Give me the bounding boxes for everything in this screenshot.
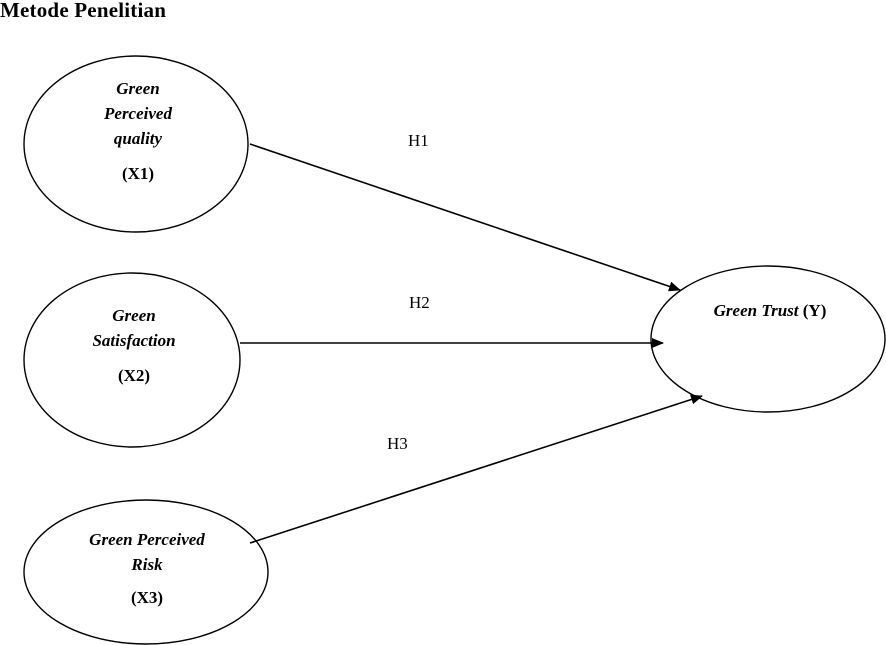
node-x3-line2: Risk bbox=[131, 555, 163, 574]
node-x3: Green Perceived Risk (X3) bbox=[62, 527, 232, 610]
edge-h1-label: H1 bbox=[408, 131, 429, 150]
node-x3-code: (X3) bbox=[130, 588, 164, 607]
node-x1: Green Perceived quality (X1) bbox=[56, 76, 220, 186]
node-x2: Green Satisfaction (X2) bbox=[50, 303, 218, 388]
node-y-shape bbox=[650, 265, 886, 413]
node-x1-line2: Perceived bbox=[104, 104, 172, 123]
node-x2-line2: Satisfaction bbox=[92, 331, 176, 350]
node-y: Green Trust (Y) bbox=[670, 298, 870, 323]
node-y-name: Green Trust bbox=[713, 301, 799, 320]
node-x3-shape bbox=[23, 499, 269, 645]
edge-h3-label: H3 bbox=[387, 434, 408, 453]
edge-h1-arrow bbox=[249, 143, 681, 292]
edge-h2-label: H2 bbox=[409, 293, 430, 312]
node-x2-shape bbox=[23, 272, 241, 448]
node-x3-line1: Green Perceived bbox=[89, 530, 205, 549]
page-title: Metode Penelitian bbox=[0, 0, 167, 22]
node-x1-code: (X1) bbox=[121, 164, 155, 183]
node-x1-shape bbox=[23, 55, 249, 233]
node-x2-code: (X2) bbox=[117, 366, 151, 385]
node-x1-line1: Green bbox=[116, 79, 160, 98]
node-x1-line3: quality bbox=[113, 129, 163, 148]
edge-h3-arrow bbox=[249, 394, 703, 544]
node-x2-line1: Green bbox=[112, 306, 156, 325]
node-y-code: (Y) bbox=[802, 301, 827, 320]
